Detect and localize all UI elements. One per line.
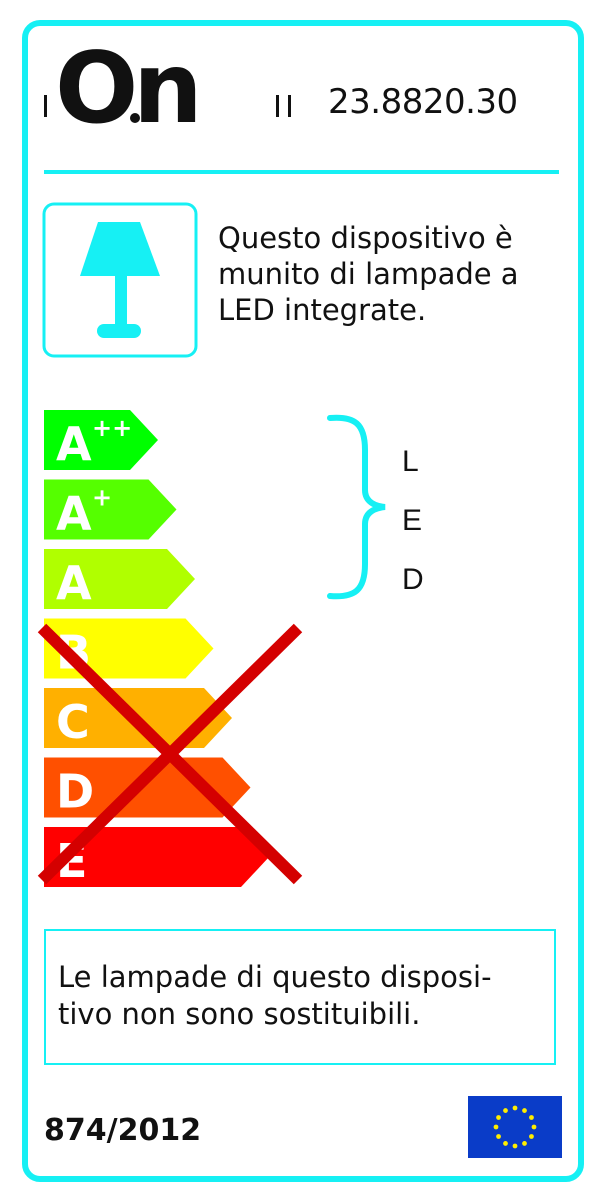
regulation-number: 874/2012	[44, 1113, 202, 1148]
eu-star	[531, 1124, 537, 1130]
energy-arrow	[44, 410, 158, 470]
led-description: Questo dispositivo è munito di lampade a…	[218, 220, 558, 328]
notice-line: tivo non sono sostituibili.	[58, 997, 421, 1031]
eu-star	[512, 1143, 518, 1149]
product-code: 23.8820.30	[328, 82, 518, 122]
energy-class-label: A	[56, 417, 92, 471]
energy-class-label: C	[56, 695, 90, 749]
letter-e: E	[402, 504, 423, 537]
eu-star	[529, 1134, 534, 1139]
energy-arrow	[44, 757, 251, 818]
description-line: munito di lampade a	[218, 257, 519, 291]
non-replaceable-notice: Le lampade di questo disposi- tivo non s…	[44, 929, 556, 1065]
eu-star	[493, 1124, 499, 1130]
description-line: LED integrate.	[218, 293, 427, 327]
eu-flag-icon	[468, 1096, 562, 1158]
table-lamp-icon	[42, 202, 198, 358]
eu-star	[522, 1108, 527, 1113]
led-letters: L E D	[402, 432, 424, 609]
eu-star	[512, 1105, 518, 1111]
divider	[44, 170, 559, 174]
roman-mark-ii	[276, 95, 292, 117]
notice-line: Le lampade di questo disposi-	[58, 960, 492, 994]
svg-text:O: O	[55, 40, 134, 140]
energy-class-a: A	[44, 549, 195, 610]
energy-class-superscript: ++	[92, 414, 132, 442]
energy-class-superscript: +	[92, 484, 112, 512]
energy-class-label: A	[56, 487, 92, 541]
eu-star	[496, 1115, 501, 1120]
energy-class-label: D	[56, 765, 94, 819]
letter-l: L	[402, 445, 419, 478]
brand-logo: O n	[55, 40, 203, 140]
energy-class-e: E	[44, 827, 269, 888]
energy-class-d: D	[44, 757, 251, 819]
energy-class-label: A	[56, 556, 92, 610]
energy-arrow	[44, 479, 177, 540]
cross-out-mark	[37, 623, 303, 885]
energy-class-a-1plus: A+	[44, 479, 177, 541]
brace-icon	[327, 414, 386, 600]
eu-star	[529, 1115, 534, 1120]
svg-text:n: n	[133, 40, 203, 140]
roman-mark-i	[44, 95, 47, 117]
eu-star	[522, 1141, 527, 1146]
eu-star	[496, 1134, 501, 1139]
label-border	[22, 20, 584, 1182]
energy-class-a-2plus: A++	[44, 410, 158, 471]
energy-arrow	[44, 827, 269, 887]
letter-d: D	[402, 563, 424, 596]
description-line: Questo dispositivo è	[218, 221, 513, 255]
energy-arrow	[44, 549, 195, 609]
eu-star	[503, 1108, 508, 1113]
energy-scale: A++A+ABCDE	[37, 410, 303, 888]
eu-star	[503, 1141, 508, 1146]
